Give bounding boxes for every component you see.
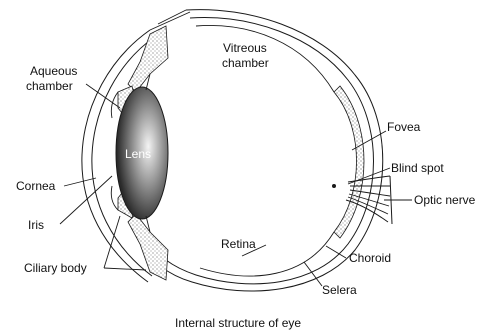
blind-spot-dot — [332, 184, 336, 188]
diagram-caption: Internal structure of eye — [175, 316, 301, 330]
label-lens: Lens — [125, 147, 151, 161]
upper-wall — [150, 10, 190, 30]
label-vitreous-1: Vitreous — [223, 41, 267, 55]
label-retina: Retina — [221, 237, 256, 251]
label-fovea: Fovea — [387, 120, 421, 134]
label-optic-nerve: Optic nerve — [414, 193, 476, 207]
label-aqueous-1: Aqueous — [30, 64, 77, 78]
label-vitreous-2: chamber — [222, 56, 269, 70]
label-blind-spot: Blind spot — [391, 161, 444, 175]
label-iris: Iris — [28, 218, 44, 232]
label-choroid: Choroid — [349, 251, 391, 265]
sclera-outline — [160, 10, 383, 291]
label-aqueous-2: chamber — [26, 79, 73, 93]
label-ciliary-body: Ciliary body — [24, 261, 87, 275]
label-cornea: Cornea — [16, 179, 56, 193]
label-sclera: Selera — [322, 283, 357, 297]
